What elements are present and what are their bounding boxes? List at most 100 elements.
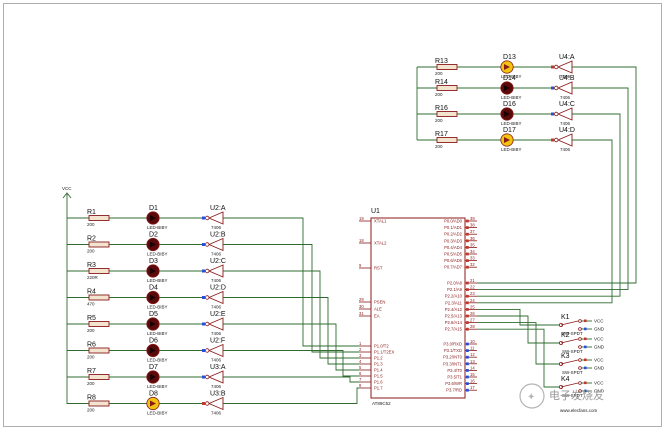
led-part: LED-BIBY xyxy=(501,95,522,100)
resistor-r8[interactable] xyxy=(88,400,110,407)
pin-state-marker xyxy=(202,269,205,273)
top-led-bank: R13200D13LED-BIBYU4:A7406R14200D14LED-BI… xyxy=(417,54,575,152)
pin-state-marker xyxy=(466,388,469,392)
resistor-r13[interactable] xyxy=(436,64,458,70)
diode-symbol-icon xyxy=(150,400,156,407)
gate-type: 7406 xyxy=(560,147,571,152)
resistor-value: 200 xyxy=(435,118,443,123)
resistor-value: 220R xyxy=(87,275,99,280)
pin-state-marker xyxy=(466,265,469,269)
inverter-gate-u4-c[interactable] xyxy=(556,107,573,121)
mcu-pin-name: XTAL1 xyxy=(374,219,387,224)
mcu-pin-name: P2.3/A11 xyxy=(445,300,463,305)
diode-symbol-icon xyxy=(150,241,156,248)
resistor-r7[interactable] xyxy=(88,374,110,380)
resistor-r16[interactable] xyxy=(436,111,458,117)
resistor-r1[interactable] xyxy=(88,215,110,221)
pin-state-marker xyxy=(466,288,469,291)
inverter-gate-u2-f[interactable] xyxy=(207,343,224,358)
pin-state-marker xyxy=(202,216,205,220)
inverter-gate-u2-b[interactable] xyxy=(207,237,224,252)
mcu-pin-number: 28 xyxy=(470,324,475,329)
led-part: LED-BIBY xyxy=(501,74,522,79)
resistor-r17[interactable] xyxy=(436,137,458,143)
mcu-pin-number: 10 xyxy=(470,339,475,344)
gate-label: U2:A xyxy=(210,205,226,212)
inverter-gate-u2-a[interactable] xyxy=(207,211,224,225)
mcu-pin-number: 21 xyxy=(470,278,475,283)
mcu-pin-number: 17 xyxy=(470,385,475,390)
mcu-pin-name: P0.1/AD1 xyxy=(444,225,463,230)
mcu-pin-name: P2.5/A13 xyxy=(445,314,463,319)
mcu-pin-name: P1.4 xyxy=(374,368,383,373)
resistor-r2[interactable] xyxy=(88,241,110,248)
switch-top-terminal: VCC xyxy=(594,358,604,363)
switch-top-terminal: VCC xyxy=(594,337,604,342)
watermark-logo-icon xyxy=(519,383,545,409)
pin-state-marker xyxy=(202,402,205,405)
inverter-gate-u2-c[interactable] xyxy=(207,264,224,278)
pin-state-marker xyxy=(466,226,469,229)
switch-part: SW-SPDT xyxy=(562,331,583,336)
inverter-gate-u3-b[interactable] xyxy=(207,396,224,411)
led-label: D4 xyxy=(149,285,158,292)
resistor-r3[interactable] xyxy=(88,268,110,274)
mcu-pin-number: 36 xyxy=(470,236,475,241)
pin-state-marker xyxy=(202,322,205,326)
mcu-pin-number: 3 xyxy=(359,353,362,358)
inverter-gate-u4-b[interactable] xyxy=(556,81,573,95)
resistor-label: R17 xyxy=(435,131,448,138)
mcu-pin-name: P3.1/TXD xyxy=(444,348,462,353)
resistor-value: 470 xyxy=(87,302,95,307)
resistor-value: 200 xyxy=(87,328,95,333)
mcu-pin-name: ALE xyxy=(374,307,382,312)
resistor-r5[interactable] xyxy=(88,321,110,327)
resistor-r14[interactable] xyxy=(436,85,458,91)
mcu-pin-name: P2.2/A10 xyxy=(445,294,463,299)
mcu-pin-number: 37 xyxy=(470,229,475,234)
mcu-pin-name: P3.5/T1 xyxy=(447,375,462,380)
switch-top-terminal: VCC xyxy=(594,319,604,324)
mcu-pin-name: P0.0/AD0 xyxy=(444,219,463,224)
gate-type: 7406 xyxy=(211,411,222,416)
mcu-pin-number: 31 xyxy=(359,311,364,316)
mcu-pin-number: 22 xyxy=(470,285,475,290)
inverter-gate-u2-d[interactable] xyxy=(207,290,224,305)
left-led-bank: R1200D1LED-BIBYU2:A7406R2200D2LED-BIBYU2… xyxy=(67,205,226,416)
led-part: LED-BIBY xyxy=(147,278,168,283)
inverter-gate-u3-a[interactable] xyxy=(207,370,224,384)
resistor-value: 200 xyxy=(435,92,443,97)
led-label: D6 xyxy=(149,338,158,345)
led-label: D17 xyxy=(503,127,516,134)
pin-state-marker xyxy=(466,239,469,243)
resistor-label: R8 xyxy=(87,395,96,402)
mcu-pin-number: 39 xyxy=(470,216,475,221)
switch-top-terminal: VCC xyxy=(594,381,604,386)
switch-part: SW-SPDT xyxy=(562,349,583,354)
inverter-gate-u4-d[interactable] xyxy=(556,133,573,147)
inverter-gate-u2-e[interactable] xyxy=(207,317,224,331)
mcu-pin-number: 25 xyxy=(470,304,475,309)
mcu-pin-number: 2 xyxy=(359,347,362,352)
gate-type: 7406 xyxy=(560,74,571,79)
pin-state-marker xyxy=(466,301,469,305)
resistor-r6[interactable] xyxy=(88,347,110,354)
inverter-gate-u4-a[interactable] xyxy=(556,60,573,74)
led-label: D8 xyxy=(149,391,158,398)
switch-label: K1 xyxy=(561,314,570,321)
resistor-r4[interactable] xyxy=(88,294,110,301)
gate-label: U4:B xyxy=(559,75,575,82)
mcu-pin-name: P3.3/INT1 xyxy=(443,361,463,366)
pin-state-marker xyxy=(202,349,205,352)
led-part: LED-BIBY xyxy=(147,331,168,336)
diode-symbol-icon xyxy=(150,321,156,327)
